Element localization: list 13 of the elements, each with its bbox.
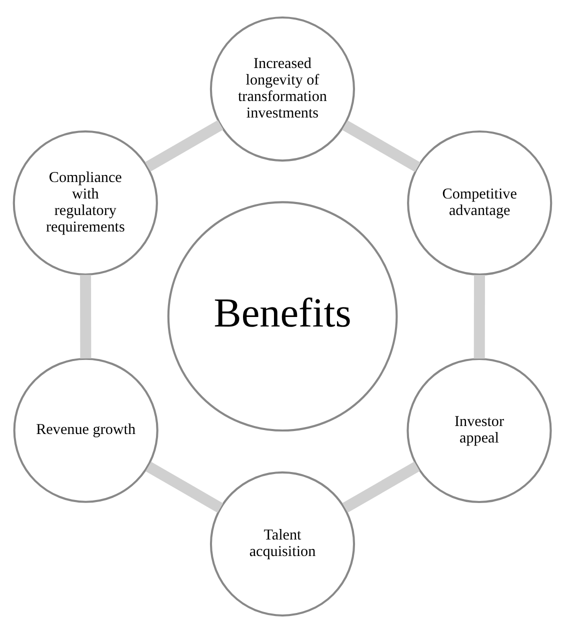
node-circle: Compliance with regulatory requirements xyxy=(12,130,158,276)
connector xyxy=(342,461,420,512)
connector xyxy=(146,461,224,512)
node-circle: Competitive advantage xyxy=(407,130,552,276)
connector xyxy=(342,120,420,172)
node-circle: Revenue growth xyxy=(13,357,158,502)
connector xyxy=(145,120,224,172)
connector xyxy=(80,274,92,358)
node-circle: Increased longevity of transformation investments xyxy=(210,16,356,162)
node-circle: Benefits xyxy=(167,200,398,432)
connector xyxy=(474,274,485,358)
node-circle: Investor appeal xyxy=(406,357,552,503)
node-circle: Talent acquisition xyxy=(210,470,356,616)
